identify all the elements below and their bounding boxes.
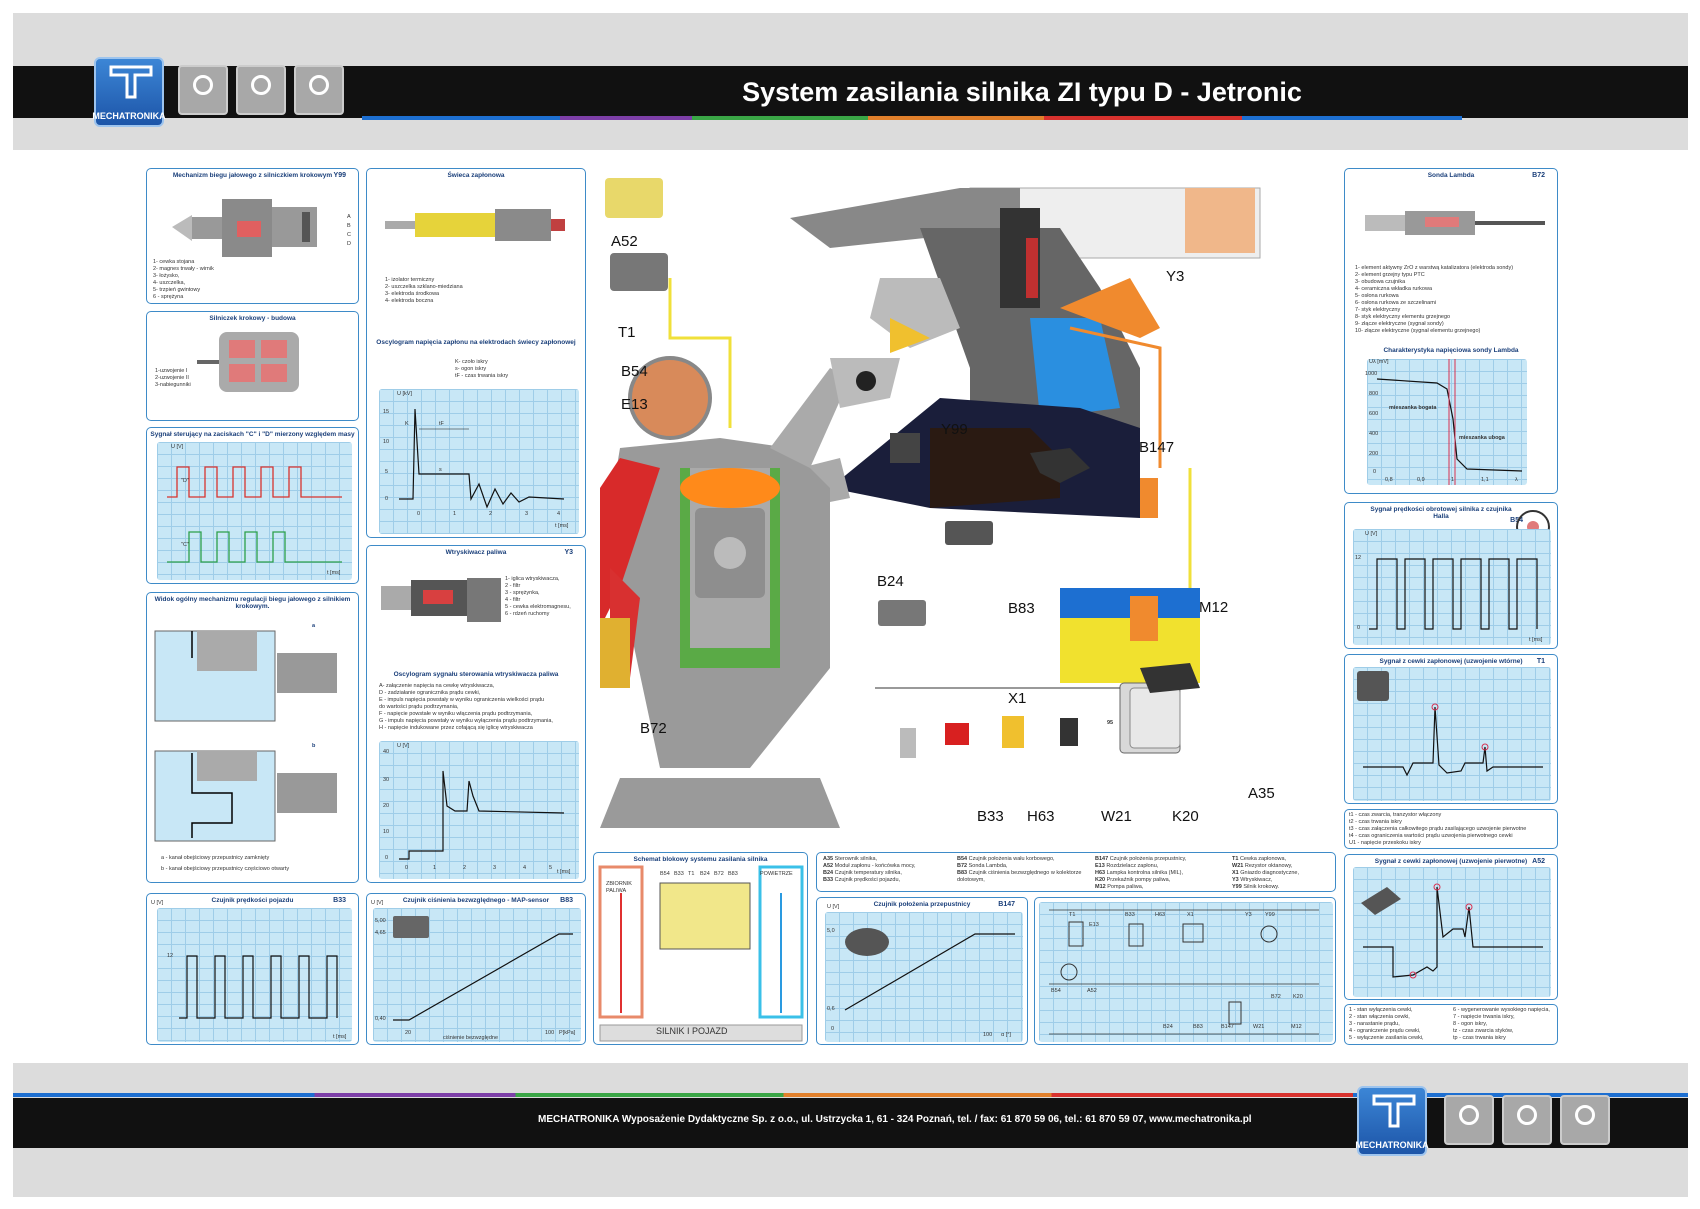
partner-badge-3 — [294, 65, 344, 115]
primary-legend-right: 6 - wygenerowanie wysokiego napięcia,7 -… — [1453, 1007, 1550, 1041]
mechatronika-logo: MECHATRONIKA — [92, 57, 166, 127]
panel-ignition-primary: Sygnał z cewki zapłonowej (uzwojenie pie… — [1344, 854, 1558, 1000]
injector-osc-legend: A- załączenie napięcia na cewkę wtryskiw… — [379, 683, 553, 731]
footer-badge-1 — [1444, 1095, 1494, 1145]
panel-idle-mechanism: Mechanizm biegu jałowego z silniczkiem k… — [146, 168, 359, 304]
panel-throttle-sensor: Czujnik położenia przepustnicy B147 U [V… — [816, 897, 1028, 1045]
header-bar — [13, 66, 1688, 118]
label-a52: A52 — [611, 233, 638, 250]
label-w21: W21 — [1101, 808, 1132, 825]
block-diagram-drawing — [598, 865, 804, 1042]
map-sensor-plot: U [V] 5,00 4,65 0,40 20 100 P[kPa] ciśni… — [371, 900, 581, 1042]
label-m12: M12 — [1199, 599, 1229, 616]
label-b72: B72 — [640, 720, 667, 737]
primary-legend-left: 1 - stan wyłączenia cewki,2 - stan włącz… — [1349, 1007, 1424, 1041]
p1-letter-d: D — [347, 241, 351, 247]
ignition-voltage-plot: U [kV] 15 10 5 0 K tF s 0 1 2 3 4 t [ms] — [379, 389, 579, 534]
label-b33: B33 — [977, 808, 1004, 825]
label-b83: B83 — [1008, 600, 1035, 617]
panel-primary-legend: 1 - stan wyłączenia cewki,2 - stan włącz… — [1344, 1004, 1558, 1045]
label-x1: X1 — [1008, 690, 1027, 707]
p1-letter-b: B — [347, 223, 351, 229]
secondary-signal-plot — [1353, 667, 1551, 801]
label-a35: A35 — [1248, 785, 1275, 802]
engine-diagram — [600, 178, 1261, 828]
cd-signal-plot: "D" "C" U [V] t [ms] — [157, 442, 352, 580]
lambda-sensor-drawing — [1365, 211, 1545, 235]
stepper-motor-drawing — [172, 199, 317, 257]
idle-bypass-drawing — [154, 630, 337, 842]
tps-plot: U [V] 5,0 0,6 0 100 α [°] — [825, 904, 1023, 1042]
panel-vehicle-speed: Czujnik prędkości pojazdu B33 U [V] 12 t… — [146, 893, 359, 1045]
label-e13: E13 — [621, 396, 648, 413]
speed-plot: U [V] 12 t [ms] — [151, 900, 352, 1042]
legend-col-1: A35 Sterownik silnika, A52 Moduł zapłonu… — [823, 856, 916, 883]
panel-injector: Wtryskiwacz paliwa Y3 1- iglica wtryskiw… — [366, 545, 586, 883]
panel-idle-overview: Widok ogólny mechanizmu regulacji biegu … — [146, 592, 359, 883]
page-title: System zasilania silnika ZI typu D - Jet… — [742, 76, 1302, 107]
p1-letter-a: A — [347, 214, 351, 220]
injector-voltage-plot: U [V] 40 30 20 10 0 0 1 2 3 4 5 t [ms] — [379, 741, 579, 879]
partner-badge-2 — [236, 65, 286, 115]
p4-legend: a - kanał obejściowy przepustnicy zamkni… — [161, 855, 290, 872]
lambda-char-plot: Uλ [mV] 1000 800 600 400 200 0 mieszanka… — [1365, 359, 1527, 485]
footer-badge-2 — [1502, 1095, 1552, 1145]
panel-map-sensor: Czujnik ciśnienia bezwzględnego - MAP-se… — [366, 893, 586, 1045]
label-b147: B147 — [1139, 439, 1175, 456]
label-y3: Y3 — [1166, 268, 1185, 285]
injector-drawing — [381, 578, 501, 622]
label-k20: K20 — [1172, 808, 1199, 825]
spark-plug-drawing — [385, 209, 565, 241]
footer-logo: MECHATRONIKA — [1355, 1086, 1429, 1156]
stepper-construction-drawing — [197, 332, 299, 392]
label-b24: B24 — [877, 573, 904, 590]
panel-control-signal: Sygnał sterujący na zaciskach "C" i "D" … — [146, 427, 359, 584]
panel-block-diagram: Schemat blokowy systemu zasilania silnik… — [593, 852, 808, 1045]
legend-col-3: B147 Czujnik położenia przepustnicy, E13… — [1095, 856, 1187, 890]
panel-ignition-secondary: Sygnał z cewki zapłonowej (uzwojenie wtó… — [1344, 654, 1558, 804]
footer-right-block — [1630, 1098, 1688, 1148]
label-h63: H63 — [1027, 808, 1055, 825]
legend-col-4: T1 Cewka zapłonowa, W21 Rezystor oktanow… — [1232, 856, 1299, 890]
hall-signal-plot: U [V] 12 0 t [ms] — [1353, 529, 1551, 645]
panel-lambda-sensor: Sonda Lambda B72 1- element aktywny ZrO … — [1344, 168, 1558, 494]
wiring-schematic: T1 E13 B33 H63 X1 Y3 Y99 B54 A52 B72 K20… — [1039, 902, 1333, 1042]
label-b54: B54 — [621, 363, 648, 380]
footer-address: MECHATRONIKA Wyposażenie Dydaktyczne Sp.… — [538, 1114, 1252, 1125]
partner-badge-1 — [178, 65, 228, 115]
lambda-legend: 1- element aktywny ZrO z warstwą kataliz… — [1355, 265, 1514, 334]
w21-value: 95 — [1107, 720, 1114, 726]
mil-lamp-text: MIL — [1038, 727, 1048, 733]
primary-signal-plot — [1353, 867, 1551, 997]
panel-wiring-diagram: T1 E13 B33 H63 X1 Y3 Y99 B54 A52 B72 K20… — [1034, 897, 1336, 1045]
footer-badge-3 — [1560, 1095, 1610, 1145]
legend-col-2: B54 Czujnik położenia wału korbowego, B7… — [957, 856, 1082, 883]
p1-letter-c: C — [347, 232, 351, 238]
footer-color-stripe — [13, 1093, 1688, 1097]
label-t1: T1 — [618, 324, 636, 341]
panel-legend: A35 Sterownik silnika, A52 Moduł zapłonu… — [816, 852, 1336, 892]
panel-hall-sensor: Sygnał prędkości obrotowej silnika z czu… — [1344, 502, 1558, 649]
label-y99: Y99 — [941, 421, 968, 438]
header-color-stripe — [362, 116, 1462, 120]
panel-stepper-construction: Silniczek krokowy - budowa 1-uzwojenie I… — [146, 311, 359, 421]
